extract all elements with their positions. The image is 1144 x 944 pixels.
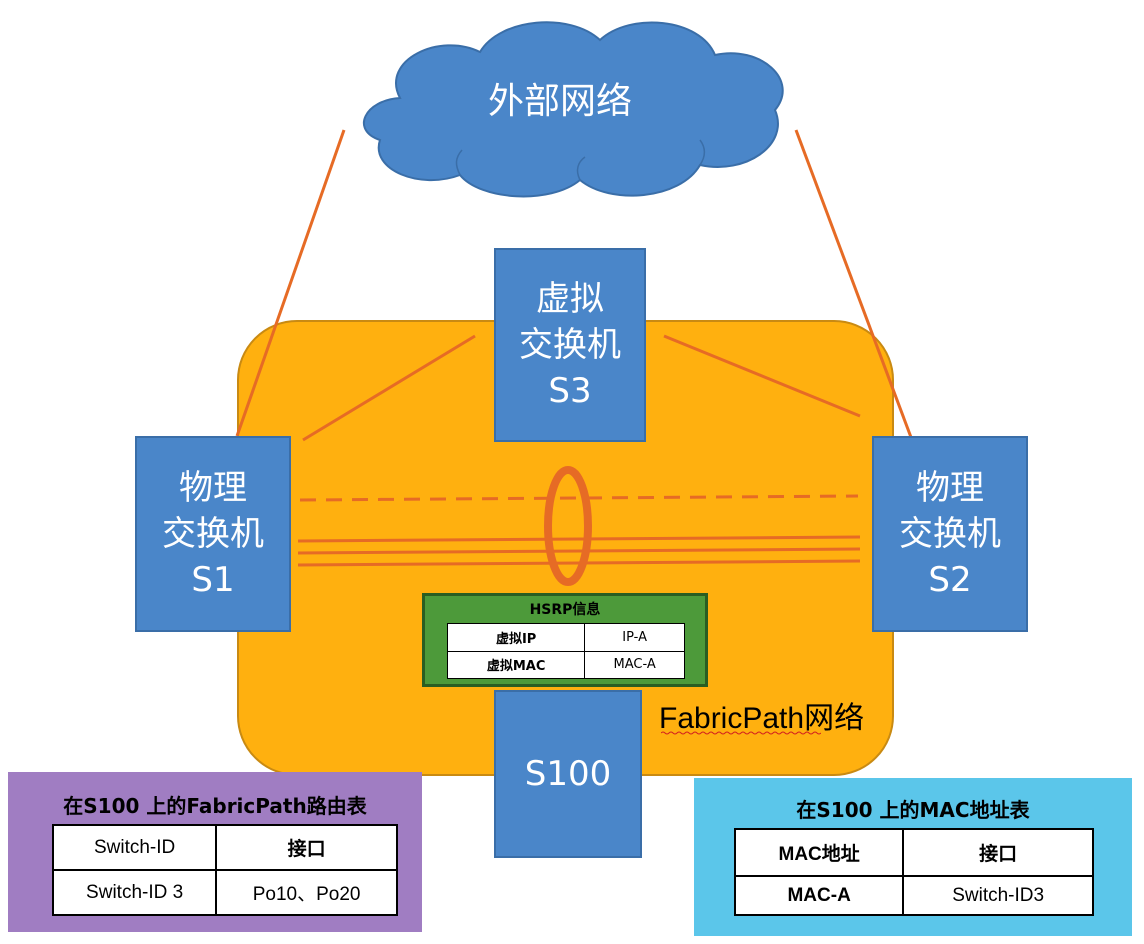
mac-table: MAC地址 接口 MAC-A Switch-ID3 (733, 827, 1094, 916)
physical-switch-s2: 物理 交换机 S2 (872, 436, 1028, 632)
link-cloud-s1 (235, 129, 346, 437)
fabricpath-label: FabricPath网络 (659, 702, 865, 735)
route-header-interface: 接口 (215, 824, 398, 871)
route-cell-switch-id: Switch-ID 3 (51, 869, 218, 916)
hsrp-key: 虚拟MAC (446, 650, 586, 679)
mac-header-interface: 接口 (902, 827, 1094, 878)
virtual-switch-s3: 虚拟 交换机 S3 (494, 248, 646, 442)
dashed-link (299, 494, 859, 502)
physical-switch-s1: 物理 交换机 S1 (135, 436, 291, 632)
hsrp-key: 虚拟IP (446, 623, 586, 652)
route-table-title: 在S100 上的FabricPath路由表 (63, 794, 367, 818)
s2-line1: 物理 (916, 468, 984, 508)
hsrp-info-panel: HSRP信息 虚拟IP IP-A 虚拟MAC MAC-A (422, 593, 708, 687)
s2-line3: S2 (928, 560, 972, 600)
s1-line2: 交换机 (162, 514, 264, 554)
s3-line3: S3 (548, 371, 592, 411)
hsrp-row: 虚拟MAC MAC-A (446, 650, 685, 679)
link-s2-s3 (663, 334, 861, 418)
s100-label: S100 (524, 754, 612, 794)
s1-line3: S1 (191, 560, 235, 600)
route-table: Switch-ID 接口 Switch-ID 3 Po10、Po20 (51, 824, 398, 916)
fabricpath-route-table-panel: 在S100 上的FabricPath路由表 Switch-ID 接口 Switc… (8, 772, 422, 932)
s2-line2: 交换机 (899, 514, 1001, 554)
table-row: Switch-ID 3 Po10、Po20 (51, 869, 398, 916)
hsrp-value: MAC-A (584, 650, 685, 679)
link-cloud-s2 (794, 129, 914, 441)
hsrp-table: 虚拟IP IP-A 虚拟MAC MAC-A (446, 623, 685, 679)
peer-link-1 (297, 535, 861, 543)
table-row: MAC-A Switch-ID3 (733, 875, 1094, 916)
mac-table-header-row: MAC地址 接口 (733, 827, 1094, 878)
hsrp-value: IP-A (584, 623, 685, 652)
hsrp-title: HSRP信息 (529, 602, 601, 618)
mac-header-address: MAC地址 (733, 827, 905, 878)
cloud-shape (362, 21, 784, 198)
route-table-header-row: Switch-ID 接口 (51, 824, 398, 871)
port-channel-ellipse (544, 466, 592, 586)
route-cell-interface: Po10、Po20 (215, 869, 398, 916)
mac-cell-address: MAC-A (733, 875, 905, 916)
peer-link-2 (297, 547, 861, 555)
mac-address-table-panel: 在S100 上的MAC地址表 MAC地址 接口 MAC-A Switch-ID3 (694, 778, 1132, 936)
switch-s100: S100 (494, 690, 642, 858)
mac-table-title: 在S100 上的MAC地址表 (796, 798, 1030, 822)
hsrp-row: 虚拟IP IP-A (446, 623, 685, 652)
s3-line2: 交换机 (519, 325, 621, 365)
mac-cell-interface: Switch-ID3 (902, 875, 1094, 916)
link-s1-s3 (302, 334, 476, 442)
route-header-switch-id: Switch-ID (51, 824, 218, 871)
spellcheck-underline (661, 731, 821, 735)
s1-line1: 物理 (179, 468, 247, 508)
s3-line1: 虚拟 (536, 279, 604, 319)
cloud-label: 外部网络 (487, 81, 632, 122)
